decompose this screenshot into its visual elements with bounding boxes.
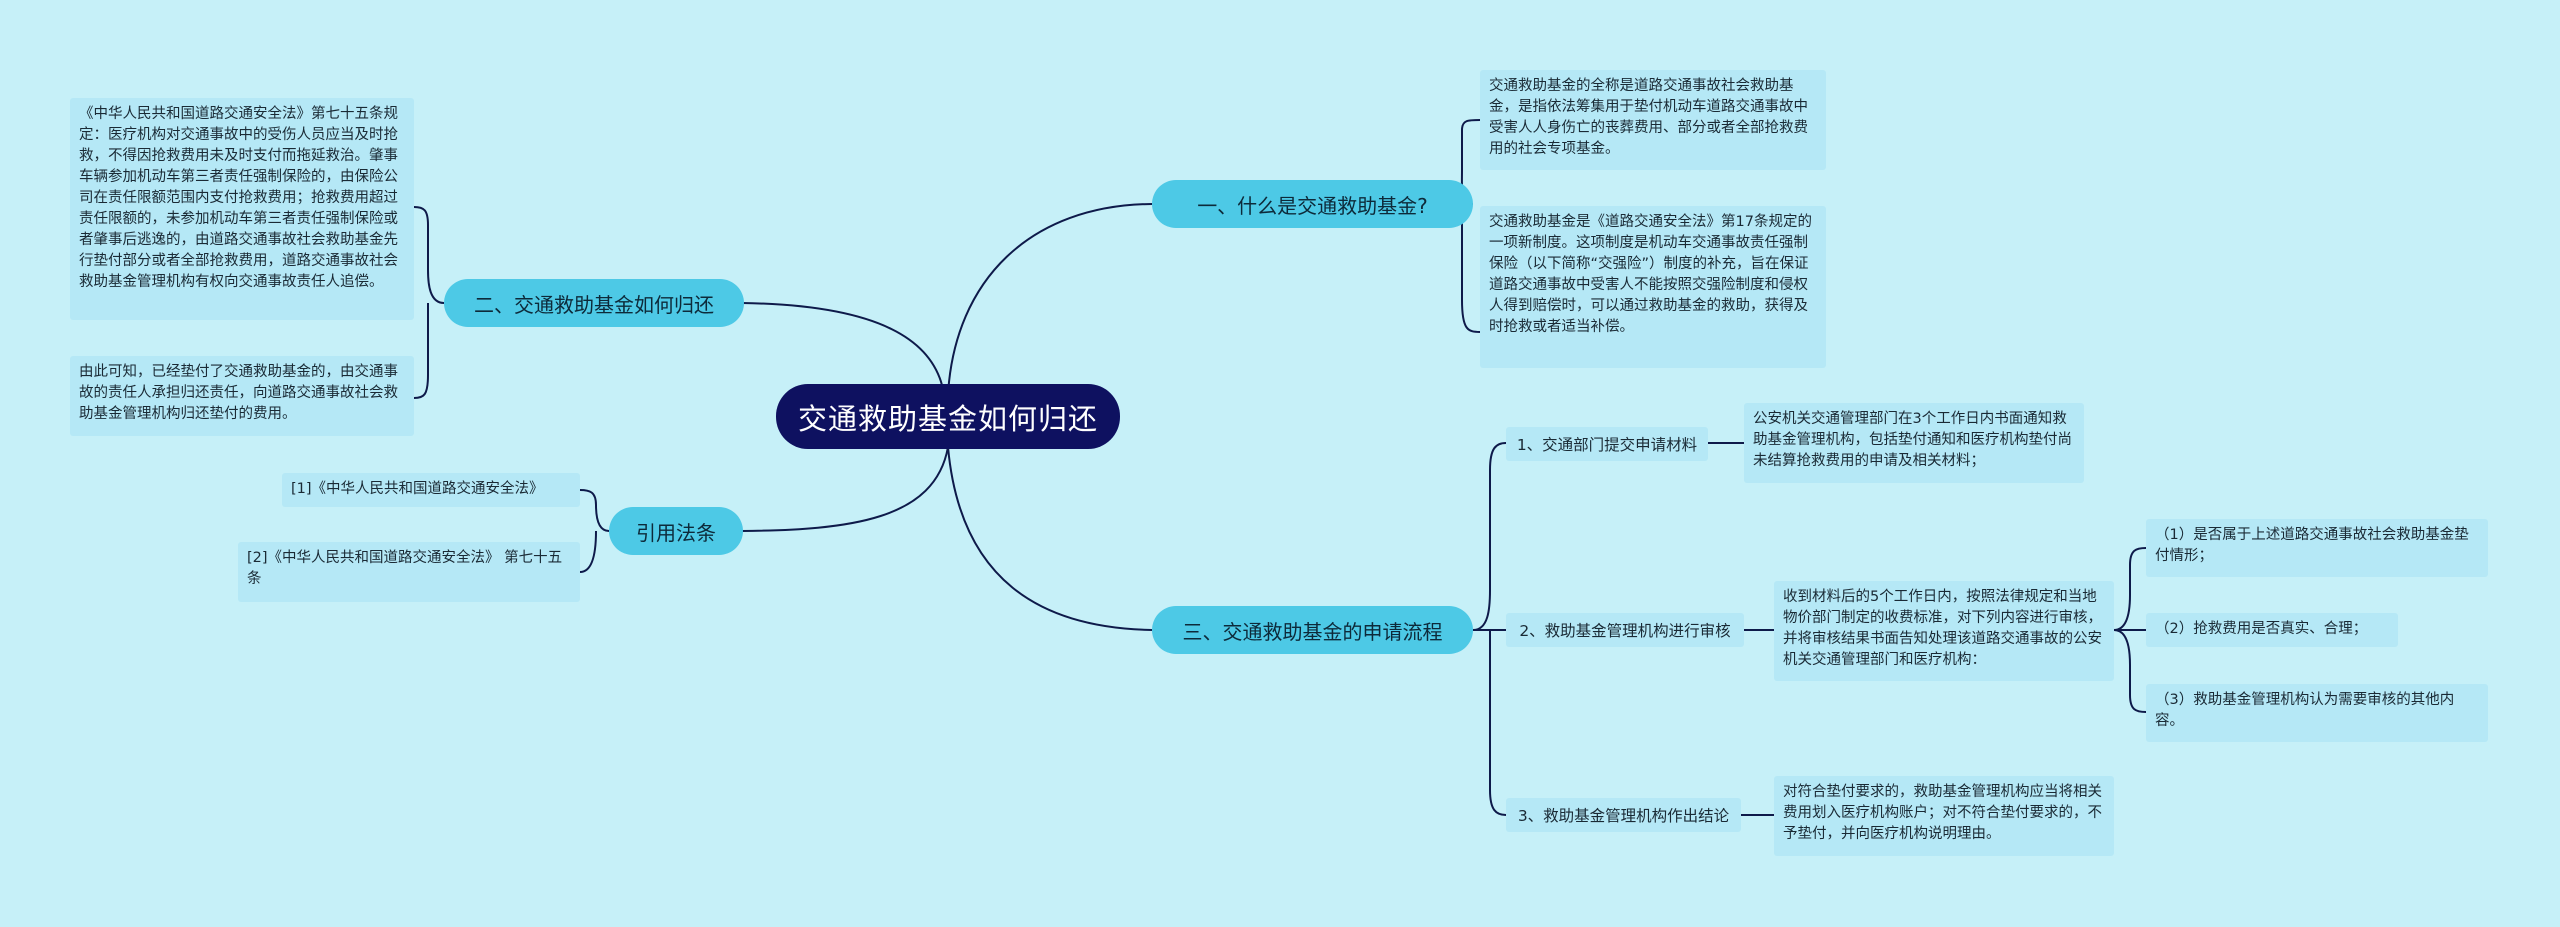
connector-how-return-brace xyxy=(413,206,445,399)
step-1-label[interactable]: 1、交通部门提交申请材料 xyxy=(1506,427,1708,461)
leaf-what-is-system: 交通救助基金是《道路交通安全法》第17条规定的一项新制度。这项制度是机动车交通事… xyxy=(1480,206,1826,368)
leaf-law-1: [1]《中华人民共和国道路交通安全法》 xyxy=(282,473,580,507)
branch-laws[interactable]: 引用法条 xyxy=(609,507,743,555)
branch-how-return[interactable]: 二、交通救助基金如何归还 xyxy=(444,279,744,327)
leaf-how-return-law: 《中华人民共和国道路交通安全法》第七十五条规定：医疗机构对交通事故中的受伤人员应… xyxy=(70,98,414,320)
connector-central-process xyxy=(947,446,1153,631)
step-2-item-3: （3）救助基金管理机构认为需要审核的其他内容。 xyxy=(2146,684,2488,742)
connector-what-is-brace xyxy=(1460,119,1481,333)
branch-process[interactable]: 三、交通救助基金的申请流程 xyxy=(1152,606,1473,654)
leaf-what-is-definition: 交通救助基金的全称是道路交通事故社会救助基金，是指依法筹集用于垫付机动车道路交通… xyxy=(1480,70,1826,170)
step-1-detail: 公安机关交通管理部门在3个工作日内书面通知救助基金管理机构，包括垫付通知和医疗机… xyxy=(1744,403,2084,483)
central-topic[interactable]: 交通救助基金如何归还 xyxy=(776,384,1120,449)
branch-what-is[interactable]: 一、什么是交通救助基金? xyxy=(1152,180,1473,228)
connector-central-what-is xyxy=(947,203,1153,395)
step-2-label[interactable]: 2、救助基金管理机构进行审核 xyxy=(1506,613,1744,647)
step-2-item-1: （1）是否属于上述道路交通事故社会救助基金垫付情形； xyxy=(2146,519,2488,577)
connector-central-laws xyxy=(741,446,949,532)
connector-step2-items-brace xyxy=(2113,547,2147,713)
step-2-detail: 收到材料后的5个工作日内，按照法律规定和当地物价部门制定的收费标准，对下列内容进… xyxy=(1774,581,2114,681)
connector-process-brace xyxy=(1472,442,1507,816)
step-3-detail: 对符合垫付要求的，救助基金管理机构应当将相关费用划入医疗机构账户；对不符合垫付要… xyxy=(1774,776,2114,856)
leaf-how-return-conclusion: 由此可知，已经垫付了交通救助基金的，由交通事故的责任人承担归还责任，向道路交通事… xyxy=(70,356,414,436)
connector-central-how-return xyxy=(741,302,945,395)
connector-laws-brace xyxy=(579,489,610,573)
step-3-label[interactable]: 3、救助基金管理机构作出结论 xyxy=(1506,798,1741,832)
leaf-law-2: [2]《中华人民共和国道路交通安全法》 第七十五条 xyxy=(238,542,580,602)
step-2-item-2: （2）抢救费用是否真实、合理； xyxy=(2146,613,2398,647)
